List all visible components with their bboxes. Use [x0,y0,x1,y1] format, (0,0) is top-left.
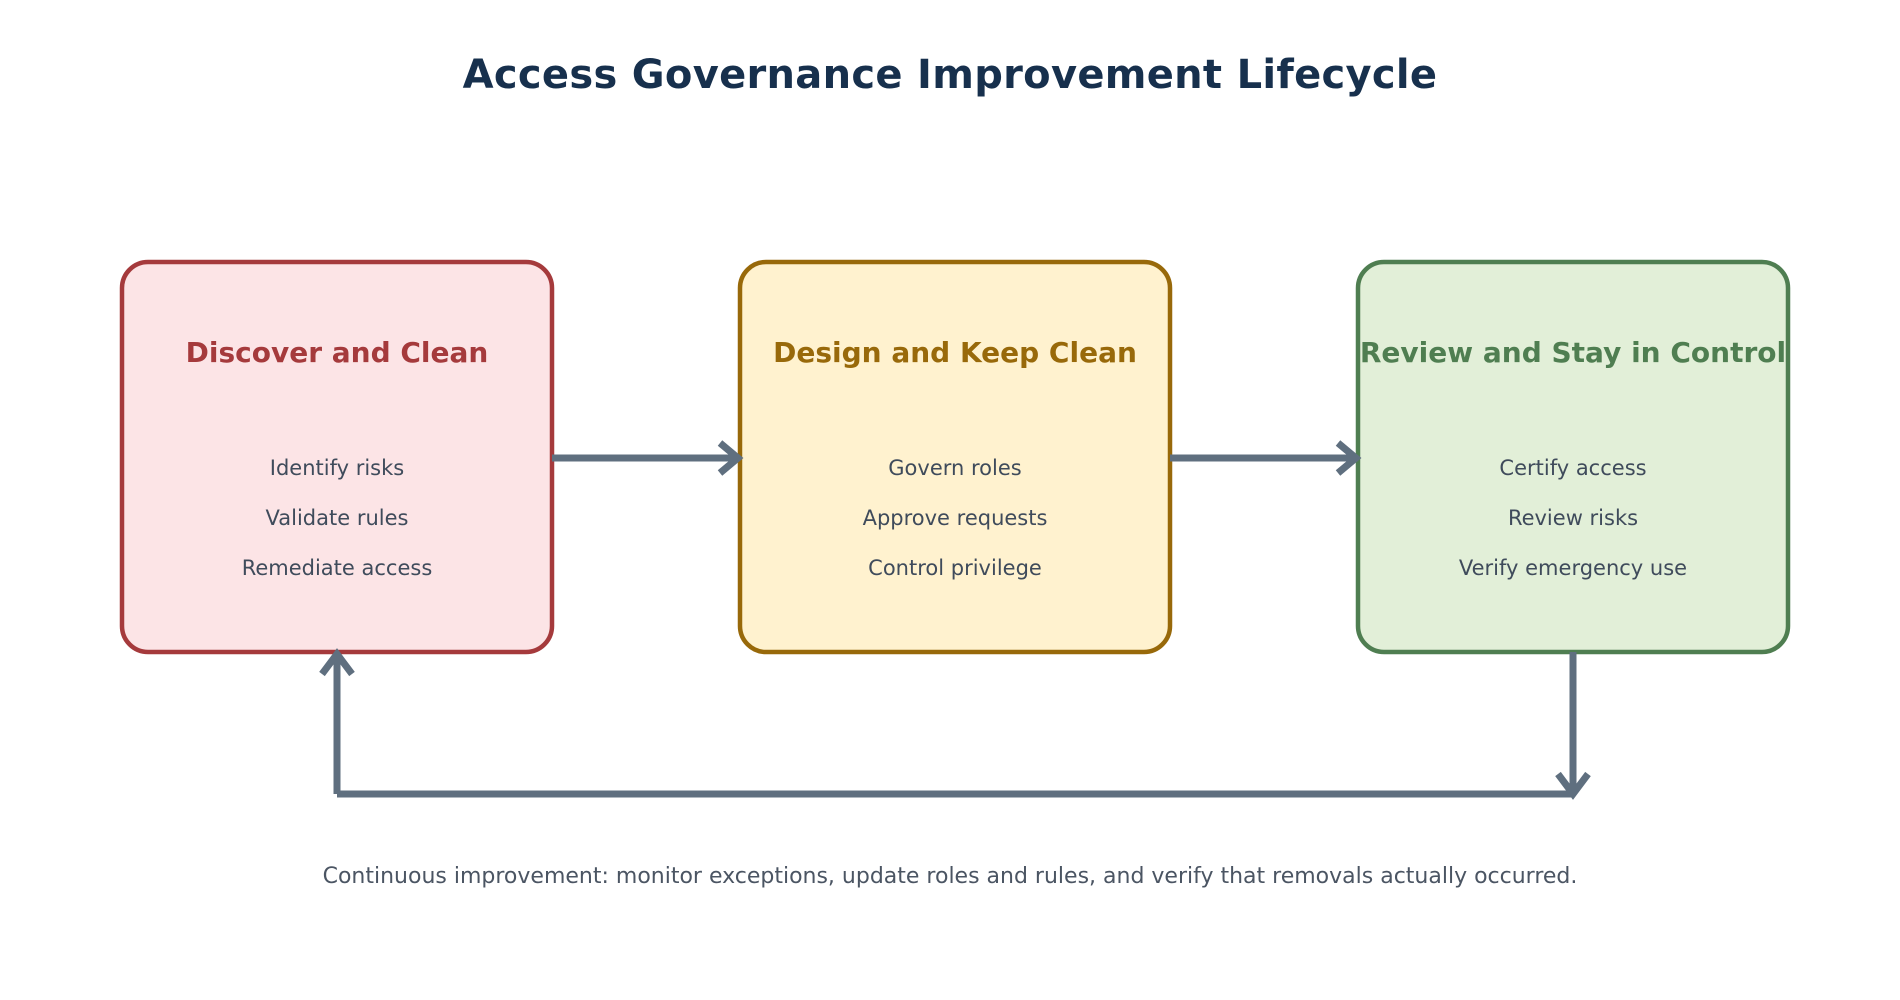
stage-review-and-stay-in-control: Review and Stay in Control Certify acces… [1355,259,1791,655]
stage-item: Certify access [1499,456,1646,480]
diagram-title: Access Governance Improvement Lifecycle [462,52,1438,98]
stage-item: Verify emergency use [1459,556,1687,580]
stage-title: Review and Stay in Control [1360,336,1786,369]
stage-item: Validate rules [266,506,409,530]
stage-design-and-keep-clean: Design and Keep Clean Govern roles Appro… [737,259,1173,655]
arrowhead-up-icon [319,648,355,677]
flow-arrows [319,440,1591,800]
stage-item: Identify risks [270,456,404,480]
stage-item: Govern roles [888,456,1021,480]
stage-item: Remediate access [242,556,433,580]
stage-title: Discover and Clean [186,336,489,369]
stage-discover-and-clean: Discover and Clean Identify risks Valida… [119,259,555,655]
stage-title: Design and Keep Clean [773,336,1137,369]
stage-item: Approve requests [863,506,1048,530]
arrowhead-right-icon [717,440,744,476]
stage-item: Review risks [1508,506,1638,530]
arrowhead-right-icon [1335,440,1362,476]
diagram-footer: Continuous improvement: monitor exceptio… [322,864,1578,889]
stage-item: Control privilege [868,556,1042,580]
